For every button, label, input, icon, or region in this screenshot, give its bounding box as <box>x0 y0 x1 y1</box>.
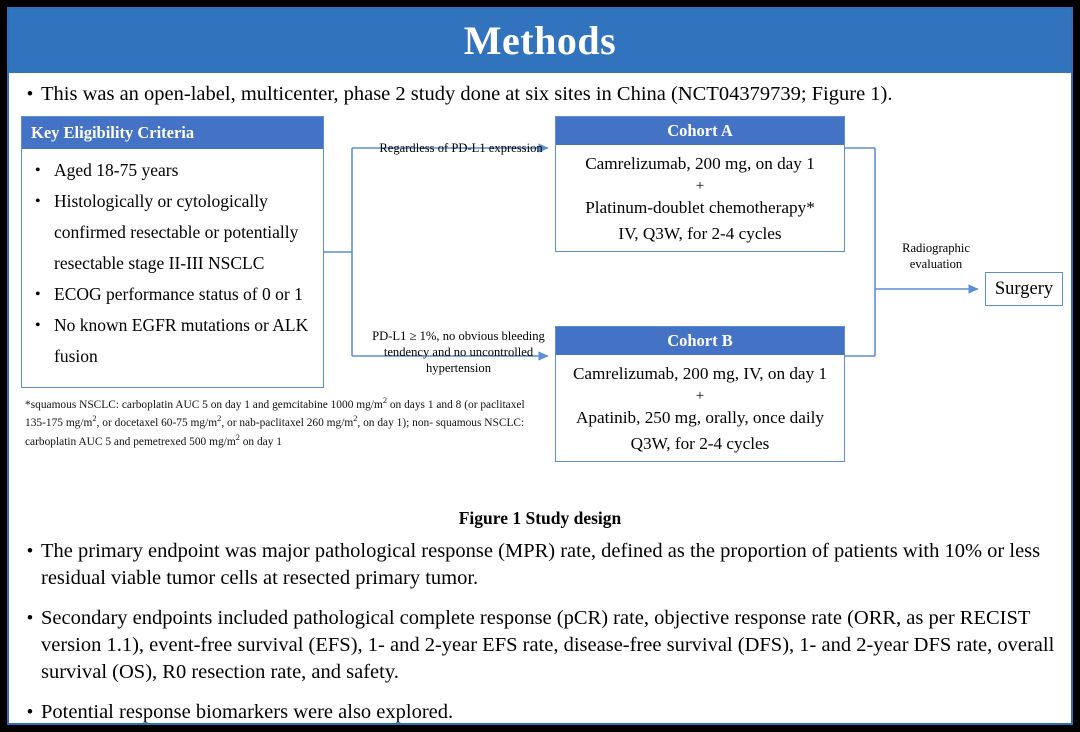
bullet-glyph: • <box>26 608 34 629</box>
list-item: Histologically or cytologically confirme… <box>26 186 315 279</box>
bullet-glyph: • <box>26 541 34 562</box>
cohort-b-line-2: Apatinib, 250 mg, orally, once daily <box>575 408 825 427</box>
page-title: Methods <box>463 18 617 63</box>
cohort-a-line-1: Camrelizumab, 200 mg, on day 1 <box>585 154 815 173</box>
endpoint-bullet-secondary: • Secondary endpoints included pathologi… <box>9 605 1071 686</box>
figure-caption: Figure 1 Study design <box>458 508 622 528</box>
slide-content: Methods • This was an open-label, multic… <box>7 7 1073 725</box>
footnote-sup: 2 <box>92 414 97 424</box>
eligibility-list: Aged 18-75 years Histologically or cytol… <box>22 149 323 372</box>
endpoint-bullet-text: Secondary endpoints included pathologica… <box>41 607 1055 683</box>
slide-header-banner: Methods <box>9 9 1071 73</box>
cohort-b-header: Cohort B <box>556 327 844 355</box>
cohort-a-line-2: Platinum-doublet chemotherapy* <box>585 198 815 217</box>
list-item: No known EGFR mutations or ALK fusion <box>26 310 315 372</box>
list-item: Aged 18-75 years <box>26 155 315 186</box>
cohort-a-plus: + <box>695 178 705 194</box>
footnote-line-3-a: squamous NSCLC: carboplatin AUC 5 and pe… <box>25 417 525 448</box>
surgery-box: Surgery <box>985 272 1063 306</box>
endpoint-bullet-text: The primary endpoint was major pathologi… <box>41 540 1041 589</box>
cohort-b-body: Camrelizumab, 200 mg, IV, on day 1 + Apa… <box>556 355 844 457</box>
footnote-line-2-a: paclitaxel 135-175 mg/m <box>25 398 525 430</box>
bullet-glyph: • <box>26 84 34 105</box>
surgery-label: Surgery <box>994 278 1054 299</box>
connector-label-cohort-b: PD-L1 ≥ 1%, no obvious bleeding tendency… <box>372 329 545 375</box>
bullet-glyph: • <box>26 702 34 723</box>
endpoint-bullet-biomarkers: • Potential response biomarkers were als… <box>9 699 1071 723</box>
footnote-sup: 2 <box>353 414 358 424</box>
list-item: ECOG performance status of 0 or 1 <box>26 279 315 310</box>
cohort-a-line-3: IV, Q3W, for 2-4 cycles <box>618 224 782 243</box>
footnote-line-3-b: on day 1 <box>239 435 282 448</box>
cohort-a-body: Camrelizumab, 200 mg, on day 1 + Platinu… <box>556 145 844 247</box>
study-design-figure: Key Eligibility Criteria Aged 18-75 year… <box>9 112 1071 512</box>
footnote-sup: 2 <box>217 414 222 424</box>
footnote-line-2-d: , on day 1); non- <box>357 417 434 430</box>
intro-bullet-text: This was an open-label, multicenter, pha… <box>41 83 893 105</box>
eligibility-criteria-box: Key Eligibility Criteria Aged 18-75 year… <box>21 116 324 388</box>
cohort-b-line-1: Camrelizumab, 200 mg, IV, on day 1 <box>572 364 828 383</box>
footnote-line-1-b: on days 1 and 8 (or <box>387 398 478 411</box>
endpoint-bullet-text: Potential response biomarkers were also … <box>41 701 454 723</box>
footnote-line-2-b: , or docetaxel 60-75 mg/m <box>96 417 218 430</box>
footnote-line-1-a: *squamous NSCLC: carboplatin AUC 5 on da… <box>25 398 383 411</box>
cohort-b-line-3: Q3W, for 2-4 cycles <box>630 434 770 453</box>
footnote-line-2-c: , or nab-paclitaxel 260 mg/m <box>221 417 354 430</box>
eligibility-body: Aged 18-75 years Histologically or cytol… <box>22 149 323 372</box>
connector-label-surgery: Radiographic evaluation <box>902 241 970 271</box>
cohort-a-box: Cohort A Camrelizumab, 200 mg, on day 1 … <box>555 116 845 252</box>
endpoint-bullet-list: • The primary endpoint was major patholo… <box>9 538 1071 723</box>
intro-bullet: • This was an open-label, multicenter, p… <box>9 81 1071 108</box>
eligibility-header: Key Eligibility Criteria <box>22 117 323 149</box>
cohort-a-header: Cohort A <box>556 117 844 145</box>
cohort-b-plus: + <box>695 388 705 404</box>
cohort-b-box: Cohort B Camrelizumab, 200 mg, IV, on da… <box>555 326 845 462</box>
chemotherapy-footnote: *squamous NSCLC: carboplatin AUC 5 on da… <box>25 394 525 449</box>
footnote-sup: 2 <box>382 396 388 405</box>
footnote-sup: 2 <box>235 432 240 442</box>
endpoint-bullet-primary: • The primary endpoint was major patholo… <box>9 538 1071 592</box>
connector-label-cohort-a: Regardless of PD-L1 expression <box>379 141 543 155</box>
